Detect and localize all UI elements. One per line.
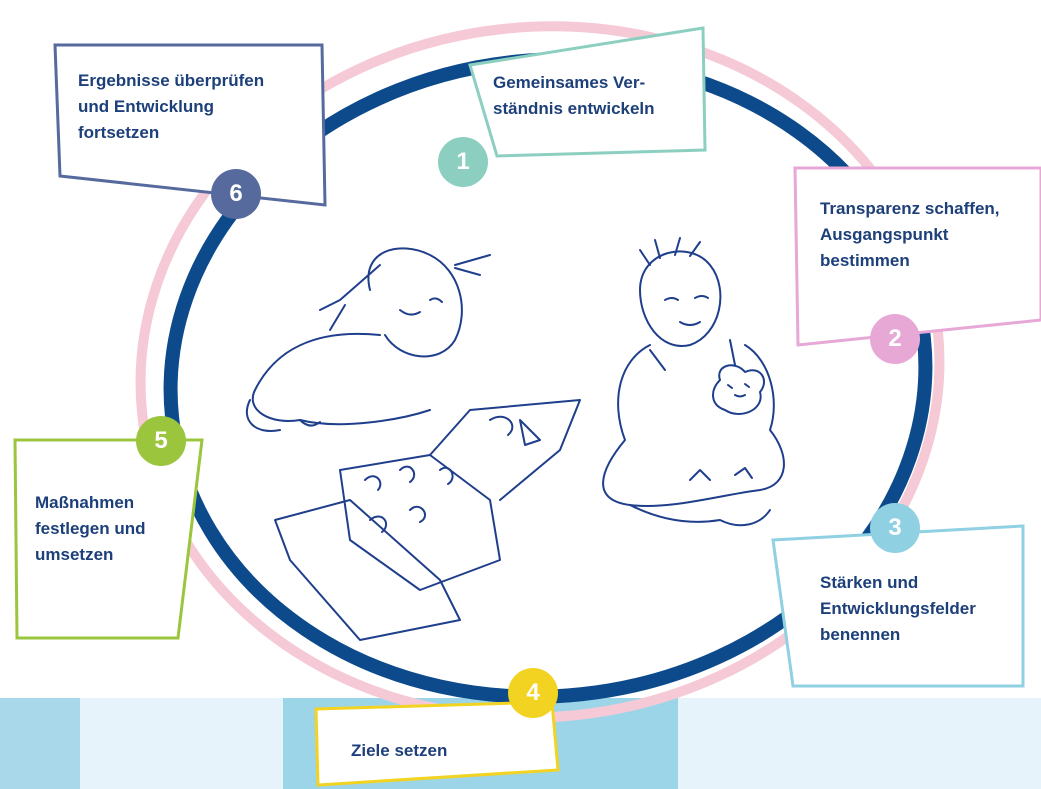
step-6-box xyxy=(53,43,327,207)
footer-band-1 xyxy=(0,698,80,789)
step-1-number: 1 xyxy=(438,137,488,187)
step-3-label: Stärken und Entwicklungsfelder benennen xyxy=(820,573,976,644)
footer-band-2 xyxy=(80,698,283,789)
step-4-label: Ziele setzen xyxy=(351,741,448,760)
step-2-number: 2 xyxy=(870,314,920,364)
step-3-number: 3 xyxy=(870,503,920,553)
step-1-label: Gemeinsames Ver- ständnis entwickeln xyxy=(493,73,655,118)
children-illustration xyxy=(245,237,785,641)
step-3-box xyxy=(771,524,1025,688)
step-6-label: Ergebnisse überprüfen und Entwicklung fo… xyxy=(78,71,265,142)
step-5-number: 5 xyxy=(136,416,186,466)
step-1-box xyxy=(468,26,707,158)
step-2-box xyxy=(793,166,1041,347)
step-2-label: Transparenz schaffen, Ausgangspunkt best… xyxy=(820,199,1000,270)
step-4-number: 4 xyxy=(508,668,558,718)
footer-band-4 xyxy=(678,698,1041,789)
step-5-label: Maßnahmen festlegen und umsetzen xyxy=(35,493,146,564)
step-4-box xyxy=(314,700,560,787)
step-6-number: 6 xyxy=(211,169,261,219)
